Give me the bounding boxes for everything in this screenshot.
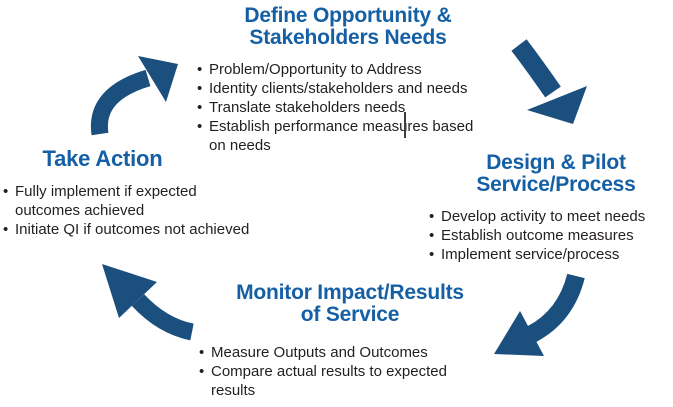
take-action-heading: Take Action xyxy=(42,146,163,171)
list-item: Initiate QI if outcomes not achieved xyxy=(2,220,264,239)
list-item: Problem/Opportunity to Address xyxy=(196,60,496,79)
monitor-heading: Monitor Impact/Results of Service xyxy=(236,281,464,326)
define-bullets: Problem/Opportunity to Address Identity … xyxy=(196,60,496,155)
list-item: Establish outcome measures xyxy=(428,226,673,245)
curved-arrow-down-right-icon xyxy=(511,39,587,124)
text-cursor-icon xyxy=(404,112,406,138)
list-item: Fully implement if expected outcomes ach… xyxy=(2,182,264,220)
curved-arrow-up-right-icon xyxy=(90,56,178,136)
take-action-bullets: Fully implement if expected outcomes ach… xyxy=(2,182,264,239)
curved-arrow-up-left-icon xyxy=(102,264,194,341)
list-item: Develop activity to meet needs xyxy=(428,207,673,226)
list-item: Establish performance measures based on … xyxy=(196,117,496,155)
monitor-bullets: Measure Outputs and Outcomes Compare act… xyxy=(198,343,498,400)
list-item: Identity clients/stakeholders and needs xyxy=(196,79,496,98)
list-item: Compare actual results to expected resul… xyxy=(198,362,498,400)
list-item: Measure Outputs and Outcomes xyxy=(198,343,498,362)
define-heading: Define Opportunity & Stakeholders Needs xyxy=(244,4,452,49)
design-bullets: Develop activity to meet needs Establish… xyxy=(428,207,673,264)
list-item: Translate stakeholders needs xyxy=(196,98,496,117)
design-heading: Design & Pilot Service/Process xyxy=(476,151,636,196)
list-item: Implement service/process xyxy=(428,245,673,264)
curved-arrow-down-left-icon xyxy=(494,273,585,356)
